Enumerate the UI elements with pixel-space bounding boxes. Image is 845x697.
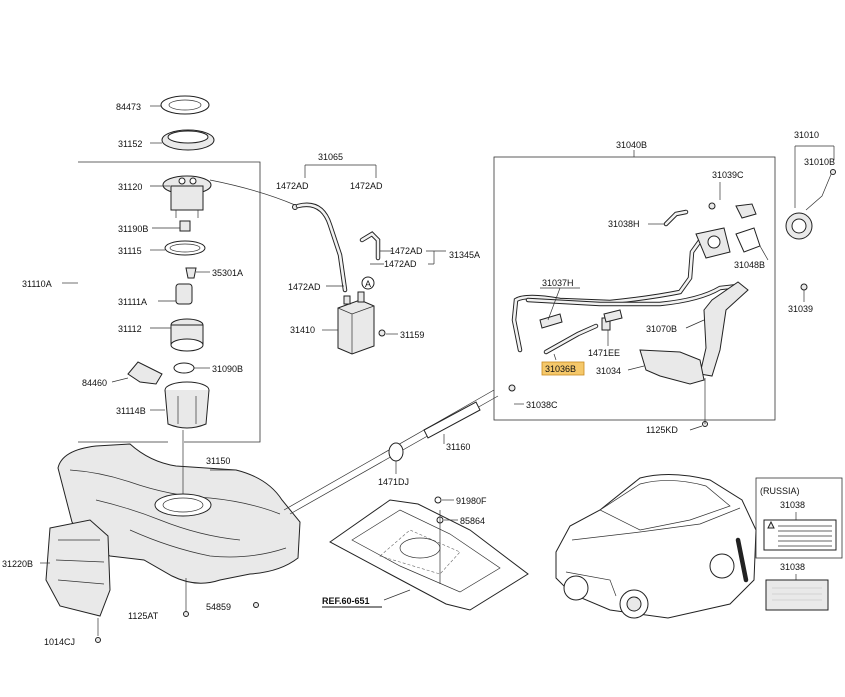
label-31038C: 31038C — [526, 400, 558, 410]
russia-box — [755, 477, 843, 559]
label-31159: 31159 — [400, 330, 424, 340]
label-31039C: 31039C — [712, 170, 744, 180]
label-31152: 31152 — [118, 139, 142, 149]
seal-31090B[interactable] — [173, 362, 195, 374]
label-31048B: 31048B — [734, 260, 765, 270]
label-1471EE: 1471EE — [588, 348, 620, 358]
screw-31039[interactable] — [800, 283, 808, 291]
label-84473: 84473 — [116, 102, 141, 112]
label-31065: 31065 — [318, 152, 343, 162]
russia-label: (RUSSIA) — [760, 486, 800, 496]
label-1471DJ: 1471DJ — [378, 477, 409, 487]
label-1472AD-c: 1472AD — [390, 246, 423, 256]
label-31410: 31410 — [290, 325, 315, 335]
label-91980F: 91980F — [456, 496, 487, 506]
label-31090B: 31090B — [212, 364, 243, 374]
ref-label[interactable]: REF.60-651 — [322, 596, 370, 606]
label-85864: 85864 — [460, 516, 485, 526]
label-31190B: 31190B — [118, 224, 148, 234]
callout-a-circle — [361, 276, 375, 290]
label-31111A: 31111A — [118, 297, 147, 307]
filter-31112[interactable] — [170, 318, 204, 352]
label-31115: 31115 — [118, 246, 142, 256]
canister-31410[interactable] — [337, 291, 375, 355]
pump-flange-31120[interactable] — [162, 175, 212, 218]
decal-russia[interactable] — [763, 519, 837, 551]
pump-motor-31111A[interactable] — [175, 283, 193, 305]
label-35301A: 35301A — [212, 268, 243, 278]
fuel-tank-assembly: 31150 31160 1471DJ 31220B 1125AT 54859 1… — [2, 389, 499, 647]
ring-31115[interactable] — [164, 240, 206, 256]
callout-a: A — [365, 279, 371, 289]
reservoir-31114B[interactable] — [164, 381, 210, 429]
label-31114B: 31114B — [116, 406, 146, 416]
label-31038-b: 31038 — [780, 562, 805, 572]
clamp-1471DJ[interactable] — [388, 442, 404, 462]
label-31038H: 31038H — [608, 219, 640, 229]
canister-assembly: 31065 1472AD 1472AD 1472AD 1472AD 31345A… — [209, 152, 480, 355]
bolt-1014CJ[interactable] — [95, 637, 101, 643]
label-31010: 31010 — [794, 130, 819, 140]
label-31345A: 31345A — [449, 250, 480, 260]
fuel-cap-assembly: 31010 31010B 31039 — [785, 130, 836, 314]
filler-group-box — [493, 156, 776, 421]
label-31010B: 31010B — [804, 157, 835, 167]
label-31036B: 31036B — [545, 364, 576, 374]
car-body — [555, 473, 757, 619]
filter-31190B[interactable] — [179, 220, 191, 232]
label-31120: 31120 — [118, 182, 142, 192]
label-1472AD-e: 1472AD — [288, 282, 321, 292]
fuel-pump-assembly: 84473 31152 31120 31190B 31115 35301A 31… — [22, 95, 261, 443]
floor-panel[interactable] — [329, 499, 529, 611]
vehicle-illustration — [555, 473, 757, 619]
sender-35301A[interactable] — [185, 267, 197, 279]
label-1472AD-a: 1472AD — [276, 181, 309, 191]
bolt-1125AT[interactable] — [183, 611, 189, 617]
label-1125KD: 1125KD — [646, 425, 678, 435]
protector-31034[interactable] — [639, 349, 705, 385]
label-84460: 84460 — [82, 378, 107, 388]
clip-31038C[interactable] — [508, 384, 516, 392]
label-31038-a: 31038 — [780, 500, 805, 510]
pipe-31160[interactable] — [423, 401, 481, 439]
heat-shield-31220B[interactable] — [45, 519, 111, 617]
label-31150: 31150 — [206, 456, 230, 466]
label-31110A: 31110A — [22, 279, 52, 289]
label-31070B: 31070B — [646, 324, 677, 334]
label-decals: (RUSSIA) 31038 31038 — [755, 477, 843, 611]
pump-group-box — [78, 161, 261, 443]
label-1014CJ: 1014CJ — [44, 637, 75, 647]
label-31040B: 31040B — [616, 140, 647, 150]
filler-pipe-31070B[interactable] — [699, 281, 749, 377]
label-31039: 31039 — [788, 304, 813, 314]
clip-84460[interactable] — [127, 361, 163, 385]
highlight-31036B[interactable] — [541, 361, 585, 376]
bracket-31039C[interactable] — [735, 203, 757, 219]
label-54859: 54859 — [206, 602, 231, 612]
label-31037H: 31037H — [542, 278, 574, 288]
floor-panel-reference: 91980F 85864 REF.60-651 — [322, 496, 529, 611]
label-31220B: 31220B — [2, 559, 33, 569]
filler-neck-assembly: 31040B — [493, 140, 776, 435]
label-31034: 31034 — [596, 366, 621, 376]
label-31160: 31160 — [446, 442, 470, 452]
bolt-31159[interactable] — [378, 329, 386, 337]
label-31112: 31112 — [118, 324, 142, 334]
label-1472AD-b: 1472AD — [350, 181, 383, 191]
decal-standard[interactable] — [765, 579, 829, 611]
label-1125AT: 1125AT — [128, 611, 159, 621]
gasket-84473[interactable] — [160, 95, 210, 115]
gasket-31048B[interactable] — [735, 227, 761, 253]
nut-54859[interactable] — [253, 602, 259, 608]
label-1472AD-d: 1472AD — [384, 259, 417, 269]
